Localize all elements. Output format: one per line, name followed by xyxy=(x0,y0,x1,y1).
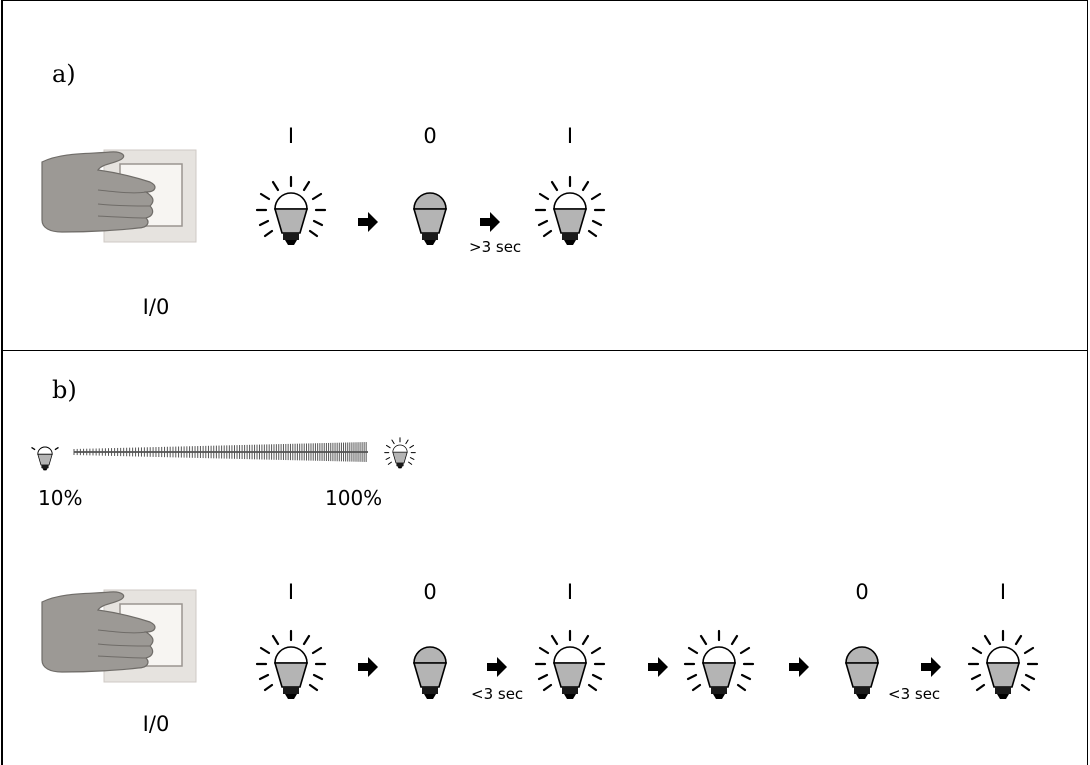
bulb-off-icon xyxy=(845,646,879,700)
dim-slider-icon xyxy=(31,437,416,471)
panel-b-state-3: I xyxy=(566,580,574,604)
arrow-right-icon xyxy=(358,212,378,232)
arrow-right-icon xyxy=(648,657,668,677)
bulb-lit-icon xyxy=(683,629,755,701)
panel-b-time-label-1: <3 sec xyxy=(471,685,524,703)
panel-a-letter: a) xyxy=(52,60,76,88)
bulb-lit-icon xyxy=(534,629,606,701)
arrow-right-icon xyxy=(358,657,378,677)
panel-b-state-4: 0 xyxy=(855,580,869,604)
panel-a-state-1: I xyxy=(287,124,295,148)
panel-a-state-3: I xyxy=(566,124,574,148)
range-min-label: 10% xyxy=(38,486,83,510)
panel-b xyxy=(1,350,1088,765)
arrow-right-icon xyxy=(487,657,507,677)
hand-on-switch-icon xyxy=(41,589,197,683)
panel-a-time-label: >3 sec xyxy=(469,238,522,256)
bulb-lit-icon xyxy=(967,629,1039,701)
arrow-right-icon xyxy=(480,212,500,232)
arrow-right-icon xyxy=(789,657,809,677)
hand-on-switch-icon xyxy=(41,149,197,243)
panel-b-state-1: I xyxy=(287,580,295,604)
bulb-off-icon xyxy=(413,646,447,700)
bulb-lit-icon xyxy=(255,175,327,247)
panel-b-state-5: I xyxy=(999,580,1007,604)
panel-b-switch-label: I/0 xyxy=(142,712,170,736)
bulb-lit-icon xyxy=(534,175,606,247)
panel-b-time-label-2: <3 sec xyxy=(888,685,941,703)
panel-b-letter: b) xyxy=(52,376,77,404)
bulb-off-icon xyxy=(413,192,447,246)
bulb-lit-icon xyxy=(255,629,327,701)
panel-b-state-2: 0 xyxy=(423,580,437,604)
range-max-label: 100% xyxy=(325,486,383,510)
arrow-right-icon xyxy=(921,657,941,677)
panel-a-switch-label: I/0 xyxy=(142,295,170,319)
panel-a-state-2: 0 xyxy=(423,124,437,148)
